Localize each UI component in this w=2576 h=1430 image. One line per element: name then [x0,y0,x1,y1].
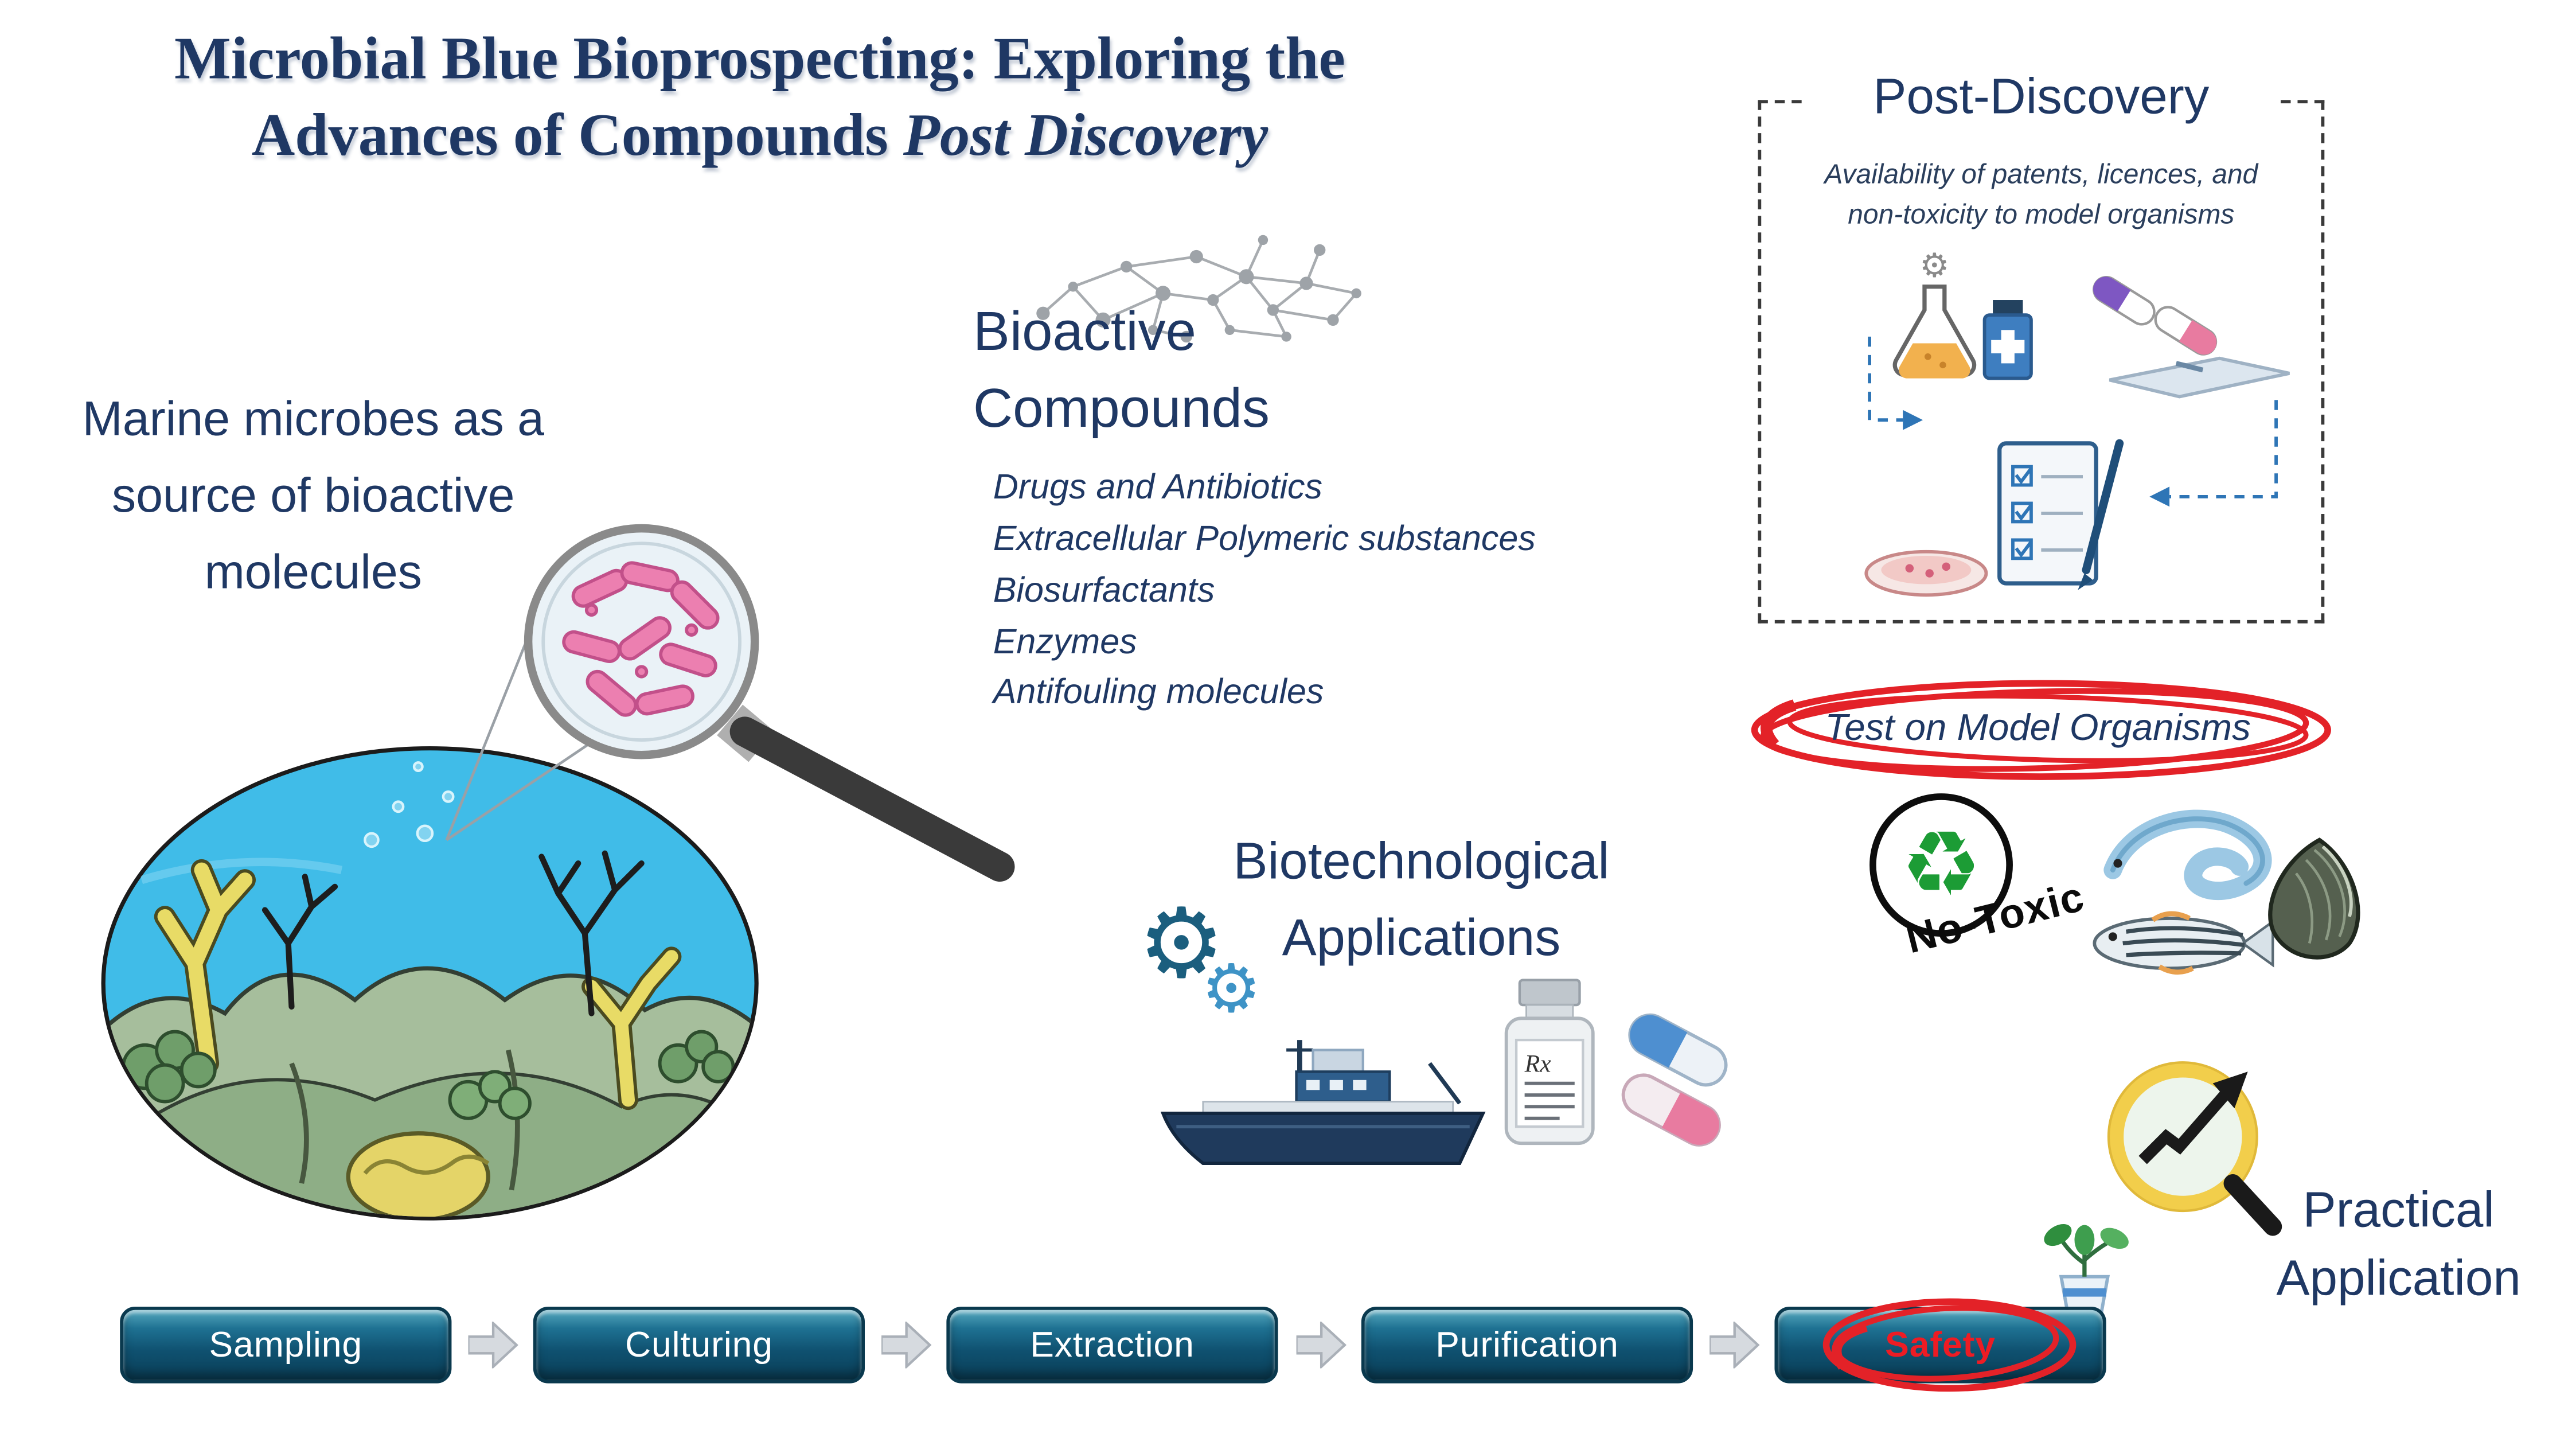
molecule-network-icon [1036,235,1361,343]
pills-icon [2093,276,2218,356]
gears-icon: ⚙ ⚙ [1138,890,1289,1047]
pill-bottle-icon: Rx [1504,979,1595,1145]
pipeline-step-sampling: Sampling [120,1306,452,1384]
list-item: Antifouling molecules [993,674,1324,712]
pipeline-step-purification: Purification [1361,1306,1693,1384]
post-discovery-icons: ⚙ [1864,247,2290,597]
list-item: Extracellular Polymeric substances [993,520,1536,558]
petri-dish-icon [1864,550,1988,597]
checklist-icon [1997,441,2098,586]
test-on-model-organisms-label: Test on Model Organisms [1825,706,2251,749]
bacteria-icon [562,561,720,717]
bioactive-compounds-heading: Bioactive Compounds [973,300,1270,438]
flow-arrow-icon [881,1322,932,1369]
post-discovery-title: Post-Discovery [1808,70,2275,127]
red-circle-annotation [1751,680,2331,780]
list-item: Drugs and Antibiotics [993,468,1323,507]
post-discovery-subtitle: Availability of patents, licences, and n… [1824,159,2258,230]
capsules-icon [1621,1013,1728,1147]
lab-tray-icon [2109,356,2290,399]
recycle-icon: ♻ [1869,793,2013,937]
title-line2-italic: Post Discovery [903,102,1269,169]
safety-scribble-annotation [1822,1298,2077,1392]
growth-magnifier-icon [2107,1061,2282,1236]
gear-icon: ⚙ [1201,953,1262,1027]
practical-application-label: Practical Application [2276,1183,2521,1308]
biotech-applications-heading: Biotechnological Applications [1233,831,1610,967]
lab-flask-icon [1892,285,1977,379]
mussel-icon [2268,837,2360,960]
ocean-magnifier-illustration [101,524,1015,1221]
zebrafish-icon [2093,911,2274,975]
rx-label: Rx [1524,1050,1552,1077]
flow-arrow-icon [1296,1322,1346,1369]
marine-microbes-caption: Marine microbes as a source of bioactive… [82,393,544,599]
pipeline-step-extraction: Extraction [946,1306,1278,1384]
pen-icon [2078,439,2124,590]
title-line1: Microbial Blue Bioprospecting: Exploring… [174,25,1345,92]
title-line2: Advances of Compounds [251,102,904,169]
list-item: Enzymes [993,622,1137,661]
gear-icon: ⚙ [1919,247,1949,284]
page-title: Microbial Blue Bioprospecting: Exploring… [93,20,1426,174]
flow-arrow-icon [468,1322,518,1369]
medicine-bottle-icon [1982,300,2033,380]
flow-arrow-icon [1709,1322,1760,1369]
list-item: Biosurfactants [993,571,1215,610]
bioactive-compounds-list: Drugs and Antibiotics Extracellular Poly… [993,463,1536,720]
pipeline-step-culturing: Culturing [533,1306,865,1384]
gear-icon: ⚙ [1138,890,1225,999]
eel-icon [2103,809,2272,901]
research-ship-icon [1160,1040,1486,1166]
